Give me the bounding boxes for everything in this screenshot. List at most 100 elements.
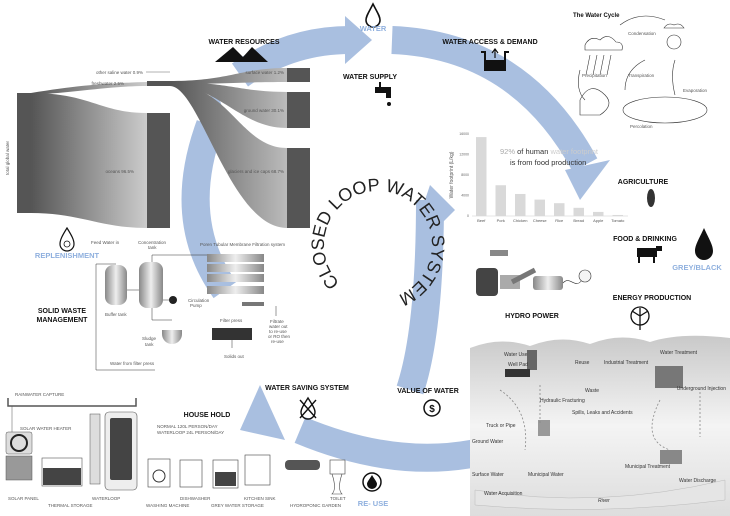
cow-icon	[637, 246, 662, 263]
buffer-tank-label: Buffer tank	[105, 312, 127, 317]
water-cycle-diagram	[578, 15, 708, 124]
water-drop-icon	[365, 2, 381, 28]
y-tick-label: 16000	[459, 132, 469, 136]
y-tick-label: 4000	[461, 194, 469, 198]
bar-cheese	[534, 199, 545, 216]
map-river: River	[598, 498, 610, 504]
corn-icon	[647, 189, 655, 207]
filter-press-label: Filter press	[220, 318, 243, 323]
map-discharge: Water Discharge	[679, 478, 716, 484]
map-acquisition: Water Acquisition	[484, 491, 523, 497]
wc-transpiration: Transpiration	[628, 73, 655, 78]
energy-production-label: ENERGY PRODUCTION	[613, 295, 691, 302]
map-municipal-water: Municipal Water	[528, 472, 564, 478]
map-industrial: Industrial Treatment	[604, 360, 649, 366]
faucet-icon	[375, 82, 391, 106]
pump-label-2: Pump	[190, 303, 202, 308]
map-underground: Underground Injection	[677, 386, 726, 392]
household-item-label: THERMAL STORAGE	[48, 503, 93, 508]
reuse-icon	[362, 472, 382, 492]
household-item-label: WATERLOOP	[92, 496, 120, 501]
filtrate-label-5: re-use	[271, 339, 284, 344]
water-saving-icon	[299, 396, 317, 420]
household-title: HOUSE HOLD	[184, 412, 231, 419]
bar-rice	[554, 203, 565, 216]
svg-text:$: $	[429, 404, 435, 415]
label-surface-water: surface water 1.2%	[245, 70, 284, 75]
wc-precipitation: Precipitation	[582, 73, 607, 78]
label-glaciers: glaciers and ice caps 68.7%	[228, 169, 284, 174]
water-saving-label: WATER SAVING SYSTEM	[265, 385, 349, 392]
y-axis-label: Water footprint (L/kg)	[449, 151, 455, 198]
feed-water-label: Feed Water in	[91, 240, 120, 245]
sludge-tank-label-1: Sludge	[142, 336, 157, 341]
household-item-label: SOLAR PANEL	[8, 496, 39, 501]
filtrate-label-1: Filtrate	[270, 319, 284, 324]
map-truck: Truck or Pipe	[486, 423, 516, 429]
replenishment-icon	[59, 226, 75, 252]
water-label: WATER	[360, 24, 387, 33]
grey-black-label: GREY/BLACK	[672, 263, 722, 272]
solid-waste-label-2: MANAGEMENT	[37, 317, 89, 324]
hydro-power-label: HYDRO POWER	[505, 313, 559, 320]
mountain-icon	[215, 47, 268, 62]
wc-evaporation: Evaporation	[683, 88, 708, 93]
household-item-label: TOILET	[330, 496, 346, 501]
x-tick-label: Pork	[497, 218, 505, 223]
x-tick-label: Rice	[555, 218, 564, 223]
annotation-water-footprint: water footprint	[549, 147, 598, 156]
agriculture-label: AGRICULTURE	[618, 179, 669, 186]
hydro-power-illustration	[476, 250, 592, 296]
water-resources-label: WATER RESOURCES	[208, 39, 279, 46]
label-freshwater: freshwater 2.5%	[91, 81, 124, 86]
bar-chicken	[515, 193, 526, 216]
dollar-cycle-icon: $	[423, 399, 441, 417]
household-item-label: KITCHEN SINK	[244, 496, 276, 501]
map-waste: Waste	[585, 388, 599, 394]
x-tick-label: Beef	[477, 218, 486, 223]
water-demand-icon	[481, 48, 509, 71]
y-tick-label: 0	[467, 214, 469, 218]
label-other-saline: other saline water 0.9%	[96, 70, 143, 75]
sludge-tank-label-2: tank	[145, 342, 154, 347]
x-tick-label: Cheese	[533, 218, 548, 223]
sankey-chart: other saline water 0.9% freshwater 2.5% …	[5, 68, 310, 228]
water-supply-label: WATER SUPPLY	[343, 74, 397, 81]
annotation-of-human: of human	[517, 147, 548, 156]
water-from-press-label: Water from filter press	[110, 361, 155, 366]
chart-annotation-line1: 92% of human water footprint	[500, 147, 599, 156]
household-item-label: WASHING MACHINE	[146, 503, 189, 508]
y-tick-label: 8000	[461, 173, 469, 177]
waterloop-usage-label: WATERLOOP 24L PERSON/DAY	[157, 430, 224, 435]
pump-label-1: Circulation	[188, 298, 210, 303]
value-of-water-label: VALUE OF WATER	[397, 388, 459, 395]
household-illustration	[5, 398, 346, 495]
chart-annotation-line2: is from food production	[510, 158, 586, 167]
food-drinking-label: FOOD & DRINKING	[613, 236, 677, 243]
wind-turbine-icon	[630, 306, 650, 330]
map-well-pad: Well Pad	[508, 362, 528, 368]
water-lifecycle-map	[470, 335, 730, 516]
label-ground-water: ground water 30.1%	[244, 108, 284, 113]
normal-usage-label: NORMAL 120L PERSON/DAY	[157, 424, 218, 429]
concentration-tank-label-2: tank	[148, 245, 157, 250]
household-item-label: GREY WATER STORAGE	[211, 503, 264, 508]
rainwater-label: RAINWATER CAPTURE	[15, 392, 64, 397]
solids-out-label: Solids out	[224, 354, 245, 359]
wc-condensation: Condensation	[628, 31, 656, 36]
bar-beef	[476, 137, 487, 216]
map-water-use: Water Use	[504, 352, 528, 358]
label-total-global-water: total global water	[5, 140, 10, 175]
reuse-label: RE- USE	[358, 499, 388, 508]
filtrate-label-2: water out	[269, 324, 288, 329]
x-tick-label: Chicken	[513, 218, 527, 223]
bar-pork	[495, 185, 506, 216]
membrane-system-label: Poren Tubular Membrane Filtration system	[200, 242, 285, 247]
solar-heater-label: SOLAR WATER HEATER	[20, 426, 72, 431]
map-surface-water: Surface Water	[472, 472, 504, 478]
x-tick-label: Apple	[593, 218, 604, 223]
x-tick-label: Tomato	[611, 218, 625, 223]
